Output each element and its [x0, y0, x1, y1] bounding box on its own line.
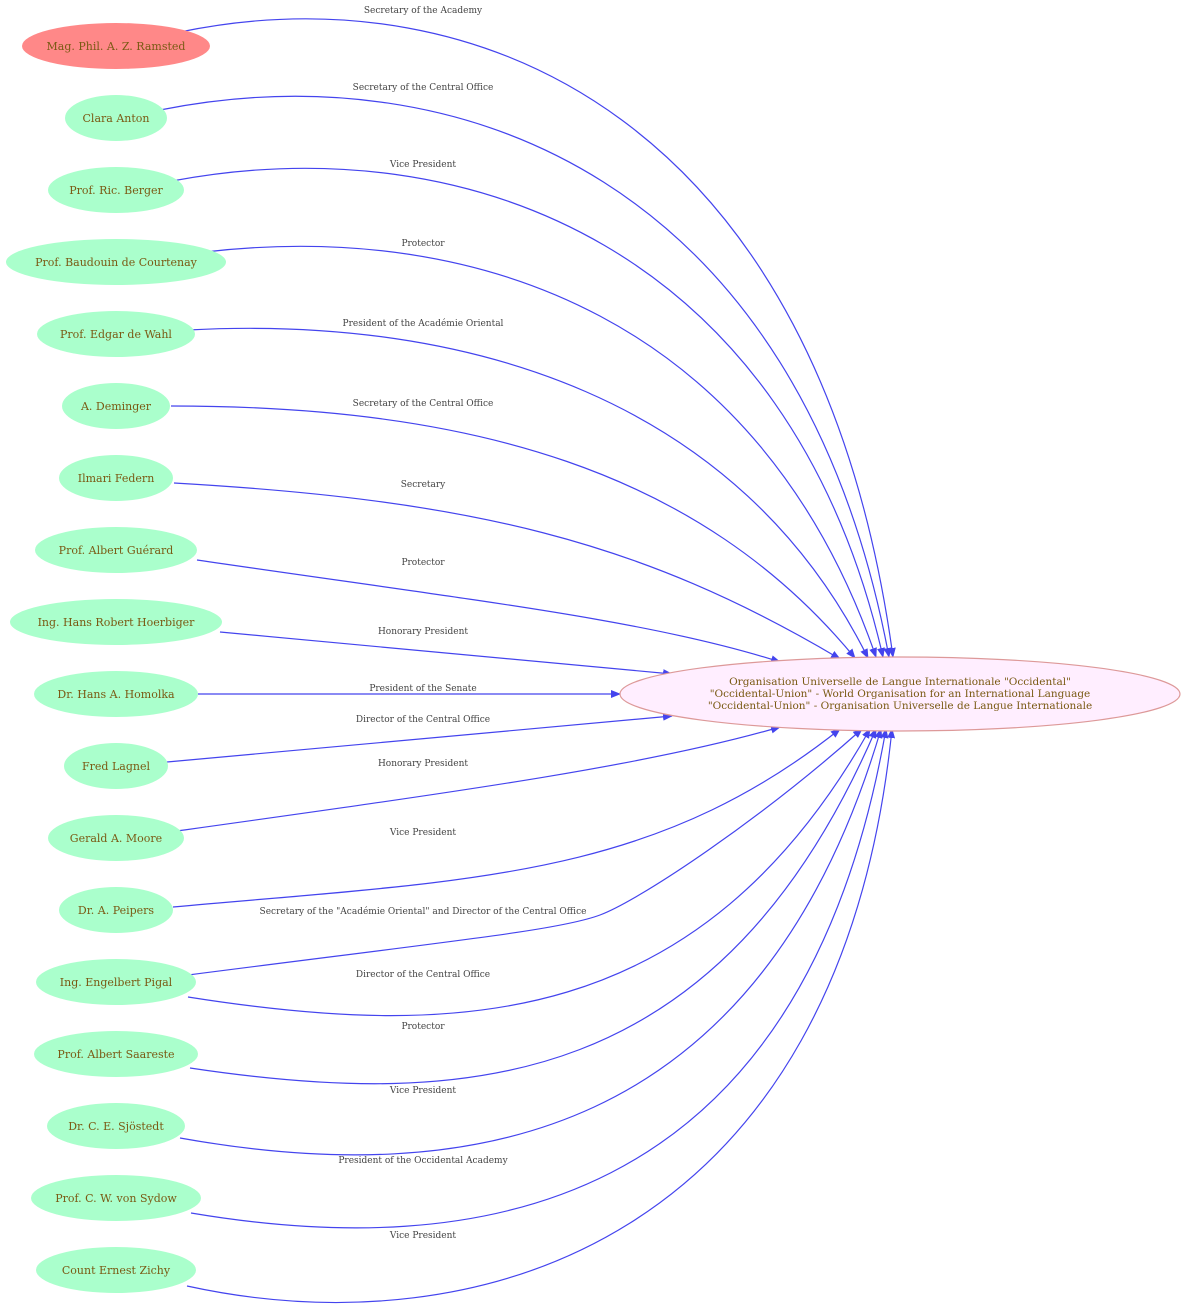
- edge-7: [196, 559, 781, 664]
- person-name-13: Ing. Engelbert Pigal: [60, 976, 173, 989]
- person-node-1[interactable]: Clara Anton: [65, 95, 167, 141]
- edge-label-6: Secretary: [401, 480, 446, 490]
- person-node-3[interactable]: Prof. Baudouin de Courtenay: [6, 239, 226, 285]
- person-node-2[interactable]: Prof. Ric. Berger: [48, 167, 184, 213]
- person-node-shape-15: [34, 1031, 198, 1077]
- person-node-7[interactable]: Prof. Albert Guérard: [35, 527, 197, 573]
- person-node-17[interactable]: Prof. C. W. von Sydow: [31, 1175, 201, 1221]
- edge-1: [159, 95, 892, 658]
- edge-label-13: Secretary of the "Académie Oriental" and…: [260, 906, 587, 917]
- person-node-shape-17: [31, 1175, 201, 1221]
- person-name-15: Prof. Albert Saareste: [57, 1048, 174, 1061]
- edge-label-5: Secretary of the Central Office: [353, 399, 494, 409]
- person-node-8[interactable]: Ing. Hans Robert Hoerbiger: [10, 599, 222, 645]
- person-node-shape-16: [47, 1103, 185, 1149]
- person-node-16[interactable]: Dr. C. E. Sjöstedt: [47, 1103, 185, 1149]
- organisation-node[interactable]: Organisation Universelle de Langue Inter…: [619, 656, 1181, 732]
- person-node-5[interactable]: A. Deminger: [62, 383, 170, 429]
- edge-17: [190, 728, 889, 1229]
- edge-8: [219, 631, 673, 678]
- edge-label-7: Protector: [401, 558, 445, 568]
- edge-label-1: Secretary of the Central Office: [353, 83, 494, 93]
- edge-label-12: Vice President: [389, 828, 457, 838]
- person-name-4: Prof. Edgar de Wahl: [60, 328, 172, 341]
- person-node-9[interactable]: Dr. Hans A. Homolka: [34, 671, 198, 717]
- person-node-shape-11: [48, 815, 184, 861]
- person-node-shape-13: [36, 959, 196, 1005]
- person-name-2: Prof. Ric. Berger: [69, 184, 163, 197]
- edge-label-3: Protector: [401, 239, 445, 249]
- person-node-13[interactable]: Ing. Engelbert Pigal: [36, 959, 196, 1005]
- person-node-shape-1: [65, 95, 167, 141]
- person-node-0[interactable]: Mag. Phil. A. Z. Ramsted: [22, 23, 210, 69]
- edge-label-10: Director of the Central Office: [356, 715, 490, 725]
- person-name-3: Prof. Baudouin de Courtenay: [35, 256, 198, 269]
- person-node-10[interactable]: Fred Lagnel: [64, 743, 168, 789]
- edges-layer: [159, 18, 896, 1304]
- person-node-shape-7: [35, 527, 197, 573]
- person-node-shape-18: [36, 1247, 196, 1293]
- person-name-5: A. Deminger: [80, 400, 152, 413]
- edge-6: [173, 482, 841, 660]
- person-node-shape-9: [34, 671, 198, 717]
- person-node-4[interactable]: Prof. Edgar de Wahl: [37, 311, 195, 357]
- edge-label-9: President of the Senate: [369, 684, 476, 694]
- person-node-15[interactable]: Prof. Albert Saareste: [34, 1031, 198, 1077]
- person-name-10: Fred Lagnel: [82, 760, 150, 773]
- person-name-11: Gerald A. Moore: [70, 832, 162, 845]
- person-name-6: Ilmari Federn: [78, 472, 155, 485]
- edge-16: [179, 728, 883, 1156]
- edge-label-0: Secretary of the Academy: [364, 6, 483, 16]
- person-node-shape-4: [37, 311, 195, 357]
- edge-label-4: President of the Académie Oriental: [343, 318, 504, 329]
- person-name-16: Dr. C. E. Sjöstedt: [68, 1120, 164, 1133]
- edge-label-15: Protector: [401, 1022, 445, 1032]
- edge-18: [186, 728, 896, 1304]
- person-name-17: Prof. C. W. von Sydow: [55, 1192, 177, 1205]
- edge-15: [189, 728, 877, 1085]
- person-node-11[interactable]: Gerald A. Moore: [48, 815, 184, 861]
- person-name-18: Count Ernest Zichy: [62, 1264, 171, 1277]
- edge-label-18: Vice President: [389, 1231, 457, 1241]
- person-node-12[interactable]: Dr. A. Peipers: [59, 887, 173, 933]
- person-node-shape-2: [48, 167, 184, 213]
- organisation-node-shape: [619, 656, 1181, 732]
- person-name-8: Ing. Hans Robert Hoerbiger: [38, 616, 196, 629]
- edge-12: [172, 728, 841, 908]
- edge-label-8: Honorary President: [378, 627, 468, 637]
- edge-4: [187, 327, 869, 659]
- person-node-shape-3: [6, 239, 226, 285]
- person-node-shape-0: [22, 23, 210, 69]
- person-node-18[interactable]: Count Ernest Zichy: [36, 1247, 196, 1293]
- organisation-name-line-1: Organisation Universelle de Langue Inter…: [729, 676, 1071, 688]
- edge-label-2: Vice President: [389, 160, 457, 170]
- person-node-shape-10: [64, 743, 168, 789]
- edge-label-16: Vice President: [389, 1086, 457, 1096]
- person-node-shape-6: [59, 455, 173, 501]
- edge-13: [187, 728, 863, 976]
- person-name-9: Dr. Hans A. Homolka: [57, 688, 175, 701]
- edge-3: [204, 245, 877, 658]
- edge-5: [170, 405, 856, 659]
- organisation-name-line-2: "Occidental-Union" - World Organisation …: [710, 688, 1091, 700]
- edge-2: [171, 167, 885, 658]
- edge-0: [179, 18, 896, 658]
- organisation-name-line-3: "Occidental-Union" - Organisation Univer…: [708, 700, 1092, 712]
- edge-label-11: Honorary President: [378, 759, 468, 769]
- person-node-shape-8: [10, 599, 222, 645]
- person-name-1: Clara Anton: [83, 112, 150, 125]
- person-node-shape-12: [59, 887, 173, 933]
- edge-14: [187, 728, 871, 1017]
- edge-label-17: President of the Occidental Academy: [338, 1156, 508, 1166]
- person-name-12: Dr. A. Peipers: [78, 904, 155, 917]
- edge-11: [176, 725, 781, 832]
- person-node-6[interactable]: Ilmari Federn: [59, 455, 173, 501]
- person-name-7: Prof. Albert Guérard: [59, 544, 174, 557]
- edge-label-14: Director of the Central Office: [356, 970, 490, 980]
- person-name-0: Mag. Phil. A. Z. Ramsted: [47, 40, 186, 53]
- person-node-shape-5: [62, 383, 170, 429]
